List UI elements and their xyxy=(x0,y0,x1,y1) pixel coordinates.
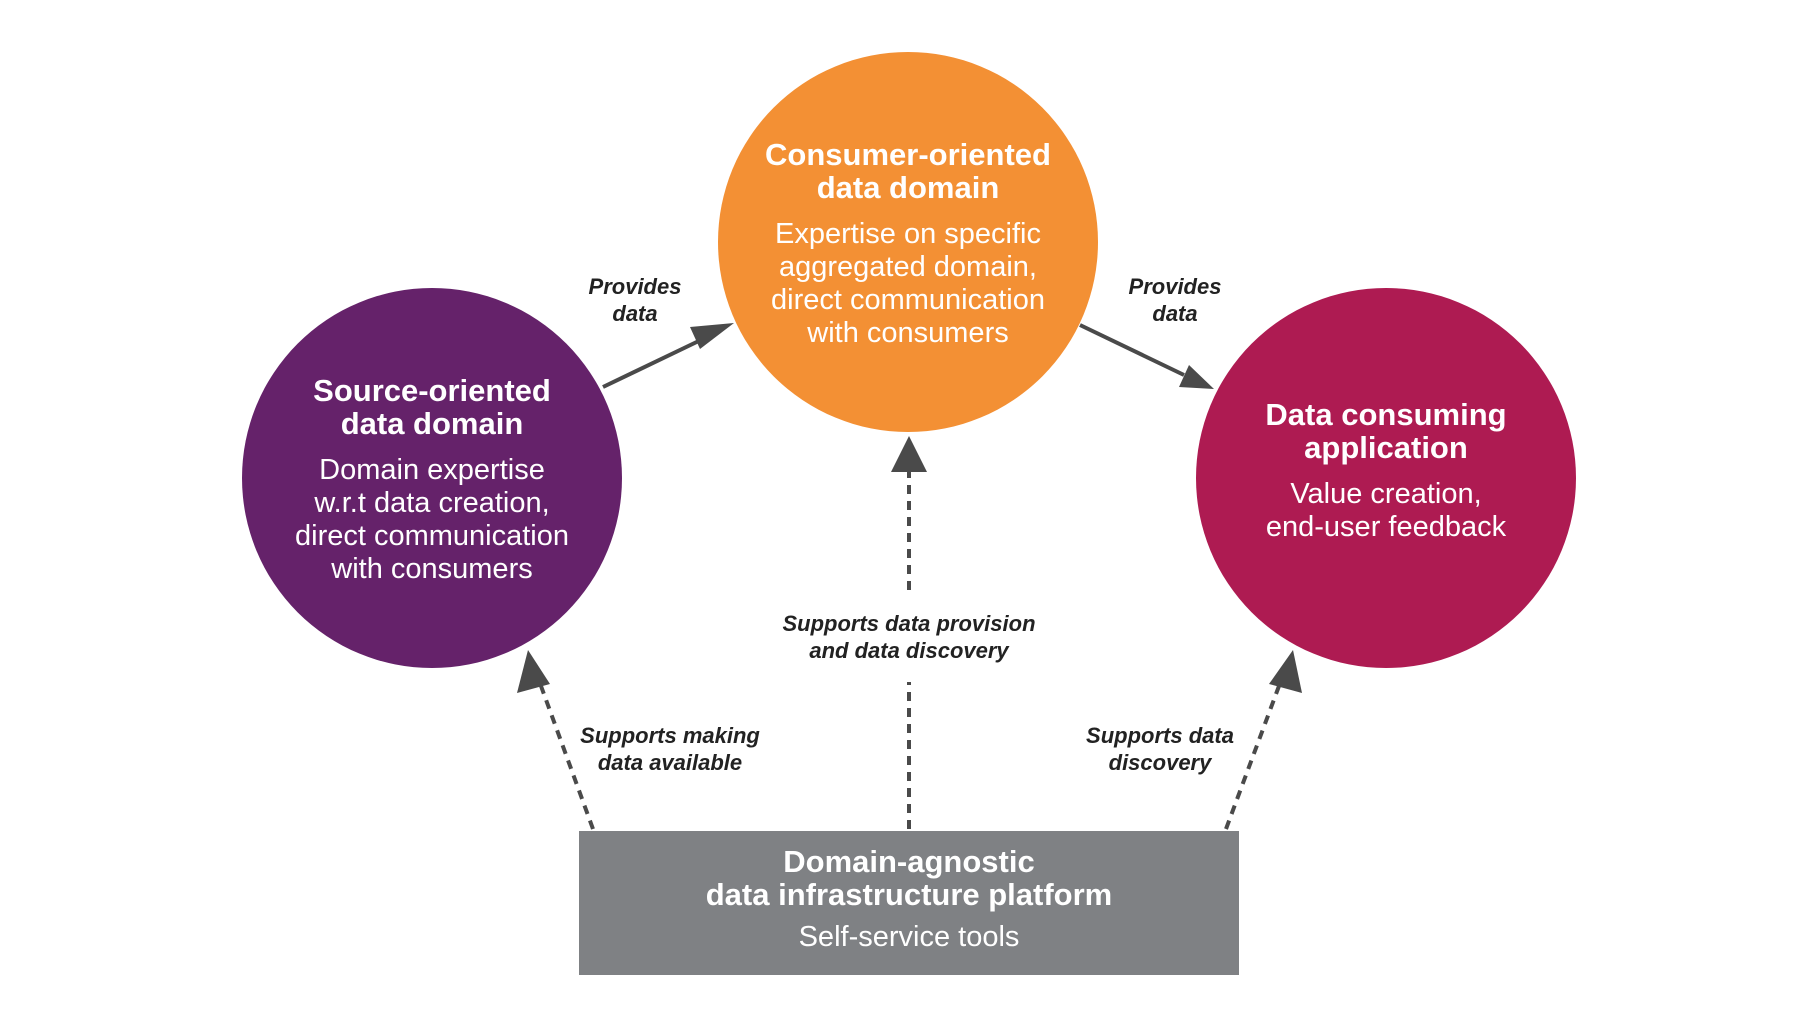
consumer-domain-description: Expertise on specific aggregated domain,… xyxy=(771,218,1045,349)
source-domain-node: Source-oriented data domain Domain exper… xyxy=(262,374,602,586)
platform-node: Domain-agnostic data infrastructure plat… xyxy=(579,845,1239,954)
application-description: Value creation, end-user feedback xyxy=(1265,478,1507,543)
source-domain-title: Source-oriented data domain xyxy=(313,373,551,441)
arrow-consumer-to-application xyxy=(1079,323,1214,389)
platform-box xyxy=(579,831,1239,975)
application-circle xyxy=(1196,288,1576,668)
platform-description: Self-service tools xyxy=(798,921,1020,953)
arrow-source-to-consumer xyxy=(602,323,734,389)
consumer-domain-title: Consumer-oriented data domain xyxy=(765,137,1051,205)
platform-title: Domain-agnostic data infrastructure plat… xyxy=(705,844,1113,912)
edge-label-consumer-to-application: Provides data xyxy=(1128,274,1222,326)
arrow-platform-to-source xyxy=(517,650,595,830)
edge-label-platform-to-application: Supports data discovery xyxy=(1086,723,1234,775)
consumer-domain-circle xyxy=(718,52,1098,432)
edge-label-source-to-consumer: Provides data xyxy=(588,274,682,326)
arrow-platform-to-application xyxy=(1224,650,1302,830)
consumer-domain-node: Consumer-oriented data domain Expertise … xyxy=(738,138,1078,350)
arrow-platform-to-consumer xyxy=(891,436,927,829)
edge-label-platform-to-source: Supports making data available xyxy=(580,723,760,775)
application-title: Data consuming application xyxy=(1265,397,1507,465)
source-domain-circle xyxy=(242,288,622,668)
source-domain-description: Domain expertise w.r.t data creation, di… xyxy=(295,454,569,585)
edge-label-platform-to-consumer: Supports data provision and data discove… xyxy=(782,611,1036,663)
application-node: Data consuming application Value creatio… xyxy=(1216,398,1556,544)
